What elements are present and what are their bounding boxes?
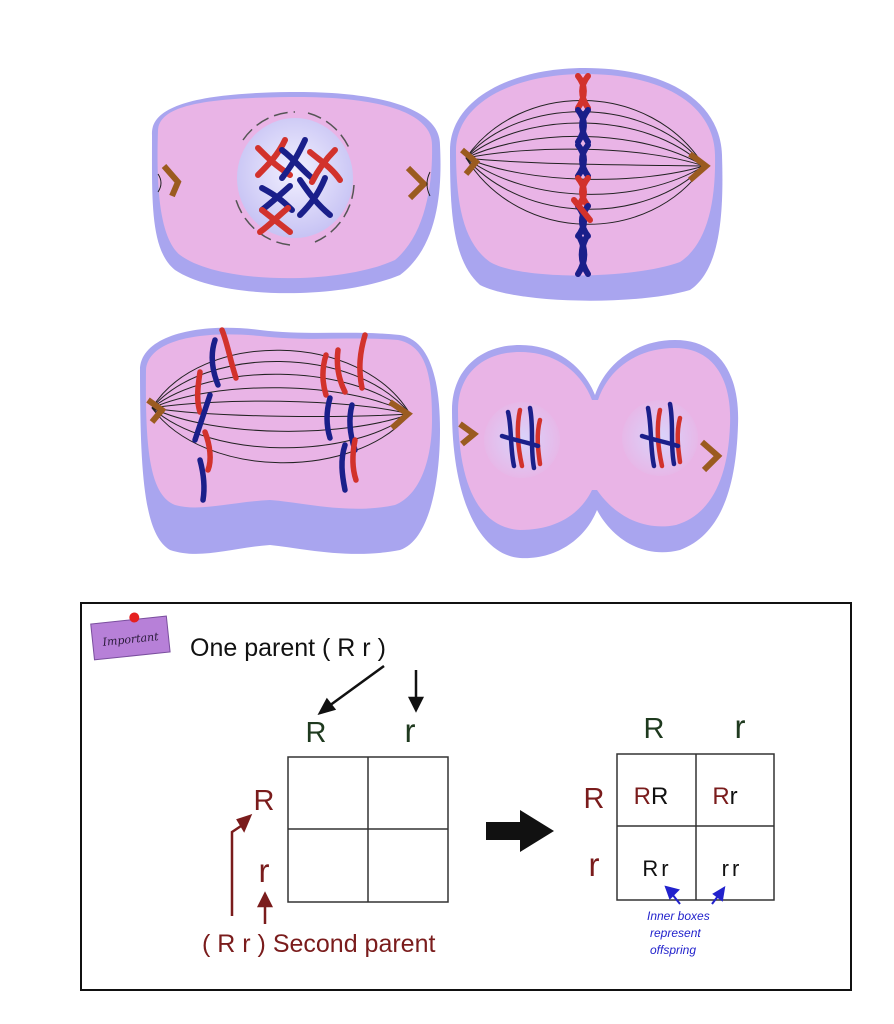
anaphase-cell [140, 327, 440, 554]
parent1-arrows [317, 664, 425, 716]
empty-punnett-grid [287, 756, 449, 903]
note-text: Inner boxes represent offspring [647, 909, 713, 957]
offspring-cell-rr-1: RR [634, 783, 669, 810]
offspring-cell-rr-2: Rr [712, 783, 737, 810]
important-sticker: Important [90, 612, 171, 661]
centriole-icon [458, 421, 723, 473]
centriole-icon [460, 147, 711, 183]
parent2-label: ( R r ) Second parent [202, 930, 435, 958]
sticker-text: Important [101, 630, 160, 649]
row-allele-1: R [254, 785, 275, 817]
result-col-allele-1: R [644, 713, 665, 745]
centriole-icon [146, 397, 413, 431]
parent2-arrows [230, 813, 274, 924]
centriole-icon [157, 164, 431, 201]
chromosome-icon [192, 327, 368, 503]
cell-division-illustration [140, 68, 739, 559]
col-allele-2: r [405, 712, 416, 749]
offspring-cell-rr-3: Rr [642, 856, 671, 881]
result-punnett-grid [616, 753, 775, 901]
metaphase-cell [450, 68, 723, 301]
offspring-cell-rr-4: rr [722, 856, 743, 881]
parent1-label: One parent ( R r ) [190, 634, 386, 662]
note-arrows [664, 885, 726, 905]
row-allele-2: r [259, 852, 270, 889]
chromosome-icon [255, 137, 343, 235]
right-arrow-icon [486, 810, 554, 852]
spindle-fiber-icon [151, 349, 411, 464]
chromosome-icon [499, 401, 683, 471]
result-row-allele-2: r [589, 846, 600, 883]
col-allele-1: R [306, 717, 327, 749]
telophase-cell [452, 340, 739, 559]
punnett-square-panel: Important One parent ( R r ) R r R r [80, 602, 852, 991]
result-row-allele-1: R [584, 783, 605, 815]
prophase-cell [151, 91, 441, 294]
chromosome-icon [571, 73, 593, 277]
pushpin-icon [129, 612, 140, 623]
result-col-allele-2: r [735, 708, 746, 745]
